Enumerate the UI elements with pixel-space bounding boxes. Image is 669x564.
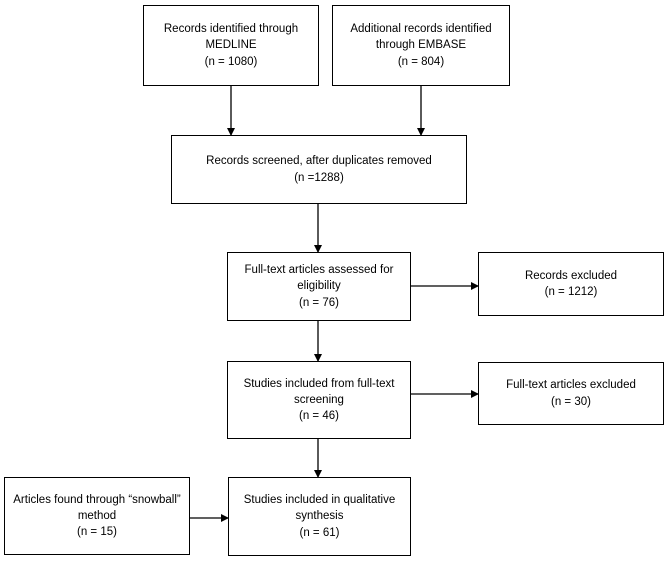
box-included-ft-line-2: screening (294, 393, 344, 406)
box-qualitative-line-2: synthesis (295, 510, 344, 523)
box-included-fulltext: Studies included from full-text screenin… (227, 361, 411, 439)
box-snowball-line-2: method (77, 509, 117, 522)
box-medline-line-1: Records identified through (163, 23, 299, 35)
box-screened: Records screened, after duplicates remov… (171, 135, 467, 204)
box-included-ft-line-3: (n = 46) (299, 410, 339, 423)
box-qualitative: Studies included in qualitative synthesi… (228, 477, 411, 556)
box-excluded-line-1: Records excluded (524, 269, 618, 282)
box-excluded-line-2: (n = 1212) (544, 286, 598, 298)
box-records-excluded: Records excluded (n = 1212) (478, 252, 664, 316)
box-ft-excluded-line-1: Full-text articles excluded (506, 379, 636, 392)
box-included-ft-line-1: Studies included from full-text (243, 377, 395, 390)
box-ft-excluded-line-2: (n = 30) (551, 395, 591, 408)
box-medline: Records identified through MEDLINE (n = … (143, 5, 319, 86)
box-screened-line-2: (n =1288) (294, 171, 344, 184)
box-snowball: Articles found through “snowball” method… (4, 477, 190, 555)
box-fulltext-line-1: Full-text articles assessed for (244, 264, 394, 276)
box-fulltext-line-3: (n = 76) (299, 296, 339, 309)
box-fulltext-excluded: Full-text articles excluded (n = 30) (478, 362, 664, 425)
box-embase-line-2: through EMBASE (375, 39, 467, 52)
box-embase-line-3: (n = 804) (397, 55, 445, 68)
box-screened-line-1: Records screened, after duplicates remov… (206, 155, 432, 168)
box-snowball-line-3: (n = 15) (77, 526, 117, 539)
box-embase-line-1: Additional records identified (350, 23, 492, 35)
box-medline-line-2: MEDLINE (205, 39, 257, 52)
box-snowball-line-1: Articles found through “snowball” (13, 493, 181, 506)
box-medline-line-3: (n = 1080) (204, 55, 258, 68)
box-fulltext-line-2: eligibility (297, 280, 341, 293)
box-embase: Additional records identified through EM… (332, 5, 510, 86)
box-qualitative-line-3: (n = 61) (299, 526, 340, 539)
box-fulltext: Full-text articles assessed for eligibil… (227, 252, 411, 321)
box-qualitative-line-1: Studies included in qualitative (243, 494, 396, 506)
